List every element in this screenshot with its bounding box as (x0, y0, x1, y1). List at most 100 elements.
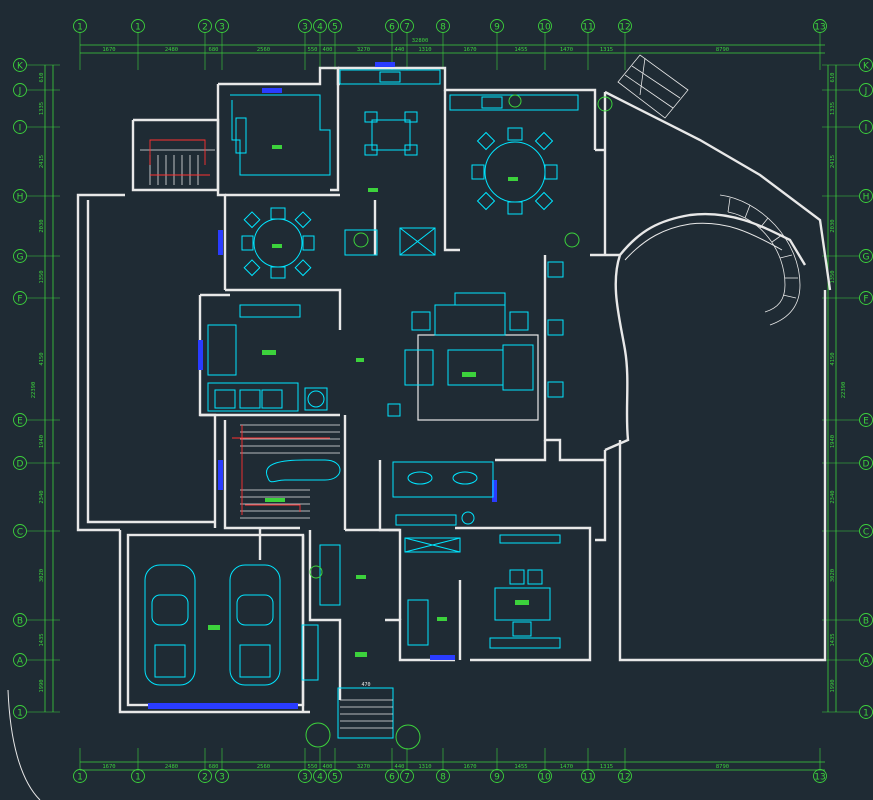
grid-bubble-right: 1 (859, 705, 873, 719)
grid-bubble-top: 13 (813, 19, 827, 33)
dimension-top: 1310 (418, 47, 431, 53)
dimension-left: 1435 (39, 633, 45, 646)
dimension-left: 1940 (39, 435, 45, 448)
grid-label: G (17, 253, 24, 263)
dimension-top: 1455 (514, 47, 527, 53)
grid-label: 1 (863, 709, 869, 719)
grid-label: E (863, 417, 869, 427)
dimension-left: 1335 (39, 102, 45, 115)
grid-bubble-top: 3 (298, 19, 312, 33)
dimension-bottom: 680 (209, 764, 219, 770)
grid-bubble-left: C (13, 524, 27, 538)
window-marks (148, 62, 497, 709)
grid-bubble-bottom: 6 (385, 769, 399, 783)
grid-bubble-right: H (859, 189, 873, 203)
grid-bubble-top: 3 (215, 19, 229, 33)
dimension-bottom: 550 (308, 764, 318, 770)
grid-bubble-bottom: 7 (400, 769, 414, 783)
grid-label: 3 (302, 23, 308, 33)
grid-label: H (863, 193, 870, 203)
grid-bubble-right: G (859, 249, 873, 263)
grid-bubble-left: B (13, 613, 27, 627)
grid-label: 8 (440, 773, 446, 783)
dimension-top: 1670 (102, 47, 115, 53)
grid-bubble-top: 9 (490, 19, 504, 33)
stair-arrows (149, 139, 330, 515)
grid-label: 10 (539, 23, 551, 33)
dimension-bottom: 3270 (357, 764, 370, 770)
grid-bubble-left: G (13, 249, 27, 263)
grid-bubble-right: A (859, 653, 873, 667)
grid-label: 7 (404, 23, 410, 33)
dimension-bottom: 8790 (716, 764, 729, 770)
stairs (140, 54, 801, 729)
grid-label: 6 (389, 23, 395, 33)
dimension-top: 400 (323, 47, 333, 53)
grid-bubble-bottom: 1 (131, 769, 145, 783)
grid-bubble-right: K (859, 58, 873, 72)
dimension-bottom: 400 (323, 764, 333, 770)
dimension-bottom: 2480 (165, 764, 178, 770)
grid-label: I (19, 124, 22, 134)
furniture (144, 69, 579, 739)
grid-bubble-right: J (859, 83, 873, 97)
dimension-right: 1350 (830, 270, 836, 283)
grid-label: D (17, 460, 24, 470)
dimension-left: 2415 (39, 155, 45, 168)
grid-label: 4 (317, 773, 323, 783)
grid-bubble-bottom: 2 (198, 769, 212, 783)
grid-bubble-top: 6 (385, 19, 399, 33)
grid-label: 11 (582, 773, 593, 783)
grid-label: 2 (202, 773, 208, 783)
grid-label: 10 (539, 773, 551, 783)
grid-label: 13 (814, 773, 825, 783)
grid-bubble-top: 1 (73, 19, 87, 33)
grid-bubble-bottom: 5 (328, 769, 342, 783)
grid-bubble-bottom: 12 (618, 769, 632, 783)
grid-label: 1 (135, 23, 141, 33)
dimension-right: 4150 (830, 352, 836, 365)
grid-label: 8 (440, 23, 446, 33)
grid-label: K (863, 62, 870, 72)
grid-label: 3 (302, 773, 308, 783)
grid-label: I (865, 124, 868, 134)
grid-label: F (863, 295, 868, 305)
grid-label: C (17, 528, 23, 538)
dimension-top: 2560 (257, 47, 270, 53)
grid-label: 9 (494, 23, 500, 33)
grid-label: 1 (135, 773, 141, 783)
grid-bubble-bottom: 11 (581, 769, 595, 783)
grid-label: K (17, 62, 24, 72)
dimension-left: 4150 (39, 352, 45, 365)
grid-label: B (17, 617, 23, 627)
grid-bubble-top: 5 (328, 19, 342, 33)
grid-bubble-left: K (13, 58, 27, 72)
dimension-top: 1670 (463, 47, 476, 53)
grid-bubble-left: 1 (13, 705, 27, 719)
dimension-right: 2340 (830, 490, 836, 503)
grid-bubble-top: 4 (313, 19, 327, 33)
dimension-right: 2030 (830, 219, 836, 232)
dimension-bottom: 440 (395, 764, 405, 770)
dimension-left: 610 (39, 73, 45, 83)
grid-label: 9 (494, 773, 500, 783)
dimension-top: 1470 (560, 47, 573, 53)
grid-label: C (863, 528, 869, 538)
dimension-right: 1940 (830, 435, 836, 448)
grid-bubble-top: 1 (131, 19, 145, 33)
grid-label: A (17, 657, 24, 667)
grid-bubble-top: 7 (400, 19, 414, 33)
dimension-top-total: 32800 (412, 38, 429, 44)
grid-label: E (17, 417, 23, 427)
grid-label: 11 (582, 23, 593, 33)
dimension-right: 2415 (830, 155, 836, 168)
grid-bubble-top: 2 (198, 19, 212, 33)
dimension-top: 3270 (357, 47, 370, 53)
dimension-bottom: 1670 (463, 764, 476, 770)
grid-label: 7 (404, 773, 410, 783)
grid-bubble-bottom: 13 (813, 769, 827, 783)
dimension-left-total: 22390 (31, 382, 37, 399)
grid-label: J (864, 87, 868, 97)
grid-bubble-bottom: 10 (538, 769, 552, 783)
grid-bubble-left: J (13, 83, 27, 97)
